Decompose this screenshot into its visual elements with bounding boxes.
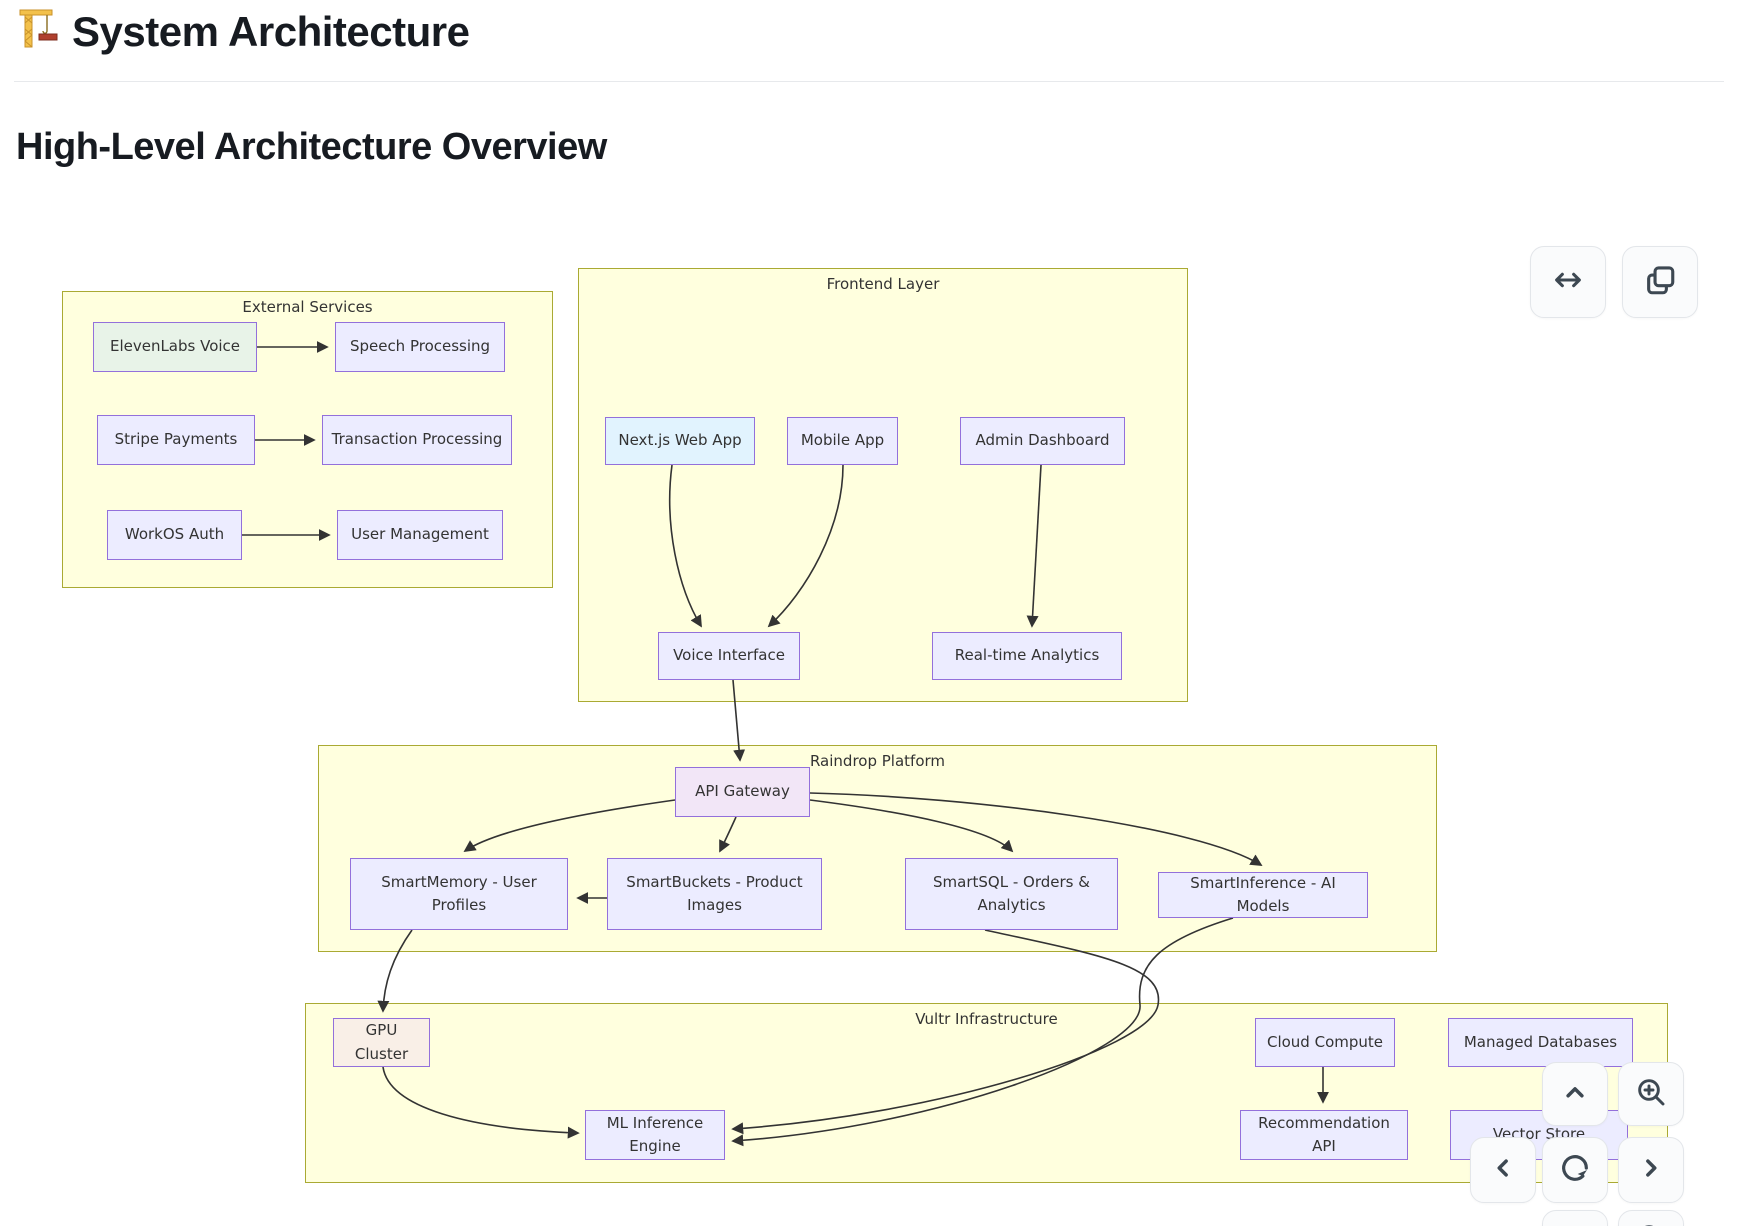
node-mobile-app: Mobile App	[787, 417, 898, 465]
node-smartinference: SmartInference - AI Models	[1158, 872, 1368, 918]
node-managed-databases: Managed Databases	[1448, 1018, 1633, 1067]
node-nextjs-web-app: Next.js Web App	[605, 417, 755, 465]
node-realtime-analytics: Real-time Analytics	[932, 632, 1122, 680]
expand-width-button[interactable]	[1530, 246, 1606, 318]
chevron-down-icon	[1560, 1223, 1590, 1226]
node-stripe-payments: Stripe Payments	[97, 415, 255, 465]
node-speech-processing: Speech Processing	[335, 322, 505, 372]
node-smartsql: SmartSQL - Orders & Analytics	[905, 858, 1118, 930]
pan-up-button[interactable]	[1542, 1062, 1608, 1126]
node-smartbuckets: SmartBuckets - Product Images	[607, 858, 822, 930]
node-smartmemory: SmartMemory - User Profiles	[350, 858, 568, 930]
node-elevenlabs-voice: ElevenLabs Voice	[93, 322, 257, 372]
node-recommendation-api: Recommendation API	[1240, 1110, 1408, 1160]
reset-view-button[interactable]	[1542, 1137, 1608, 1203]
pan-left-button[interactable]	[1470, 1137, 1536, 1203]
node-workos-auth: WorkOS Auth	[107, 510, 242, 560]
zoom-out-button[interactable]	[1618, 1210, 1684, 1226]
node-ml-inference-engine: ML Inference Engine	[585, 1110, 725, 1160]
node-voice-interface: Voice Interface	[658, 632, 800, 680]
cluster-external-services-title: External Services	[242, 298, 373, 316]
chevron-left-icon	[1488, 1153, 1518, 1188]
expand-horizontal-icon	[1551, 263, 1585, 302]
node-cloud-compute: Cloud Compute	[1255, 1018, 1395, 1067]
chevron-right-icon	[1636, 1153, 1666, 1188]
refresh-icon	[1559, 1152, 1591, 1189]
node-admin-dashboard: Admin Dashboard	[960, 417, 1125, 465]
node-user-management: User Management	[337, 510, 503, 560]
cluster-raindrop-platform-title: Raindrop Platform	[809, 752, 946, 770]
chevron-up-icon	[1560, 1077, 1590, 1112]
pan-right-button[interactable]	[1618, 1137, 1684, 1203]
node-transaction-processing: Transaction Processing	[322, 415, 512, 465]
cluster-frontend-layer-title: Frontend Layer	[826, 275, 940, 293]
zoom-in-icon	[1635, 1076, 1667, 1113]
page-title: System Architecture	[72, 7, 470, 55]
node-gpu-cluster: GPU Cluster	[333, 1018, 430, 1067]
zoom-out-icon	[1635, 1222, 1667, 1226]
copy-diagram-button[interactable]	[1622, 246, 1698, 318]
construction-crane-icon	[16, 6, 62, 57]
section-heading: High-Level Architecture Overview	[16, 126, 607, 168]
node-api-gateway: API Gateway	[675, 767, 810, 817]
page-header: System Architecture	[16, 6, 470, 57]
pan-down-button[interactable]	[1542, 1210, 1608, 1226]
copy-icon	[1643, 263, 1677, 302]
zoom-in-button[interactable]	[1618, 1062, 1684, 1126]
header-divider	[14, 81, 1724, 82]
